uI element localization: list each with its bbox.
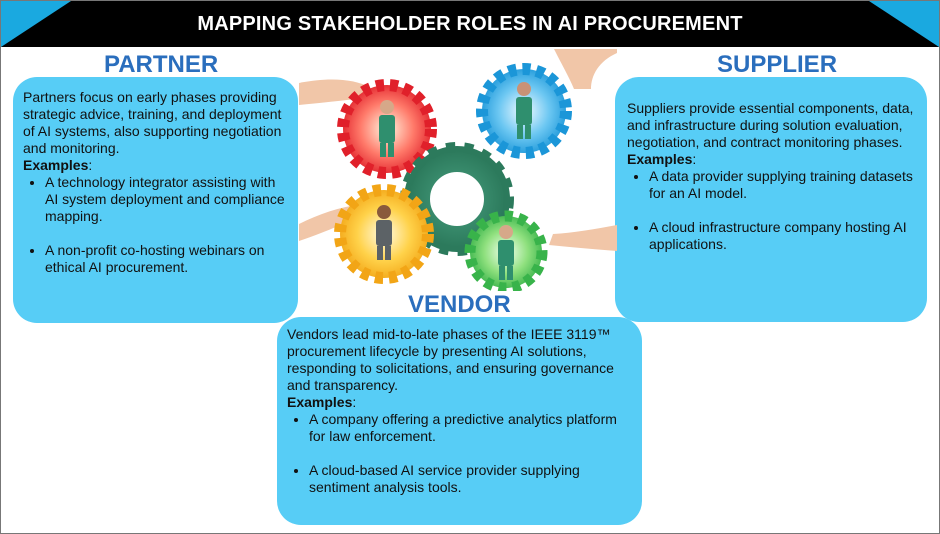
- supplier-example: A cloud infrastructure company hosting A…: [649, 219, 917, 253]
- partner-heading: PARTNER: [104, 51, 219, 78]
- vendor-example: A company offering a predictive analytic…: [309, 411, 632, 445]
- person-yellow-gear: [376, 205, 392, 260]
- hand-top-right: [554, 49, 617, 89]
- vendor-examples-list: A company offering a predictive analytic…: [287, 411, 632, 496]
- vendor-box: Vendors lead mid-to-late phases of the I…: [277, 317, 642, 525]
- partner-example: A technology integrator assisting with A…: [45, 174, 288, 225]
- supplier-heading: SUPPLIER: [717, 51, 838, 78]
- vendor-heading: VENDOR: [408, 291, 511, 318]
- supplier-examples-heading: Examples:: [627, 151, 697, 167]
- partner-examples-list: A technology integrator assisting with A…: [23, 174, 288, 276]
- gears-illustration-icon: [299, 49, 617, 291]
- vendor-description: Vendors lead mid-to-late phases of the I…: [287, 326, 614, 393]
- person-blue-gear: [516, 82, 532, 139]
- left-corner-triangle-icon: [1, 1, 71, 47]
- hand-bottom-right: [549, 225, 617, 251]
- page-title: MAPPING STAKEHOLDER ROLES IN AI PROCUREM…: [197, 13, 743, 35]
- partner-examples-heading: Examples:: [23, 157, 93, 173]
- partner-description: Partners focus on early phases providing…: [23, 89, 282, 156]
- right-corner-triangle-icon: [869, 1, 939, 47]
- supplier-example: A data provider supplying training datas…: [649, 168, 917, 202]
- person-green-gear: [498, 225, 514, 280]
- supplier-description: Suppliers provide essential components, …: [627, 100, 914, 150]
- supplier-box: Suppliers provide essential components, …: [615, 77, 927, 322]
- person-red-gear: [379, 100, 395, 157]
- partner-example: A non-profit co-hosting webinars on ethi…: [45, 242, 288, 276]
- vendor-examples-heading: Examples:: [287, 394, 357, 410]
- partner-box: Partners focus on early phases providing…: [13, 77, 298, 323]
- supplier-examples-list: A data provider supplying training datas…: [627, 168, 917, 253]
- vendor-example: A cloud-based AI service provider supply…: [309, 462, 632, 496]
- title-bar: [1, 1, 939, 47]
